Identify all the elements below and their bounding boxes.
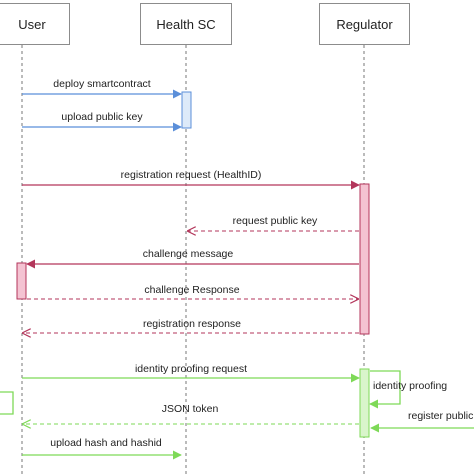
label-deploy-smartcontract: deploy smartcontract [53, 78, 151, 90]
regulator-activation-green [359, 368, 370, 438]
label-identity-proofing-request: identity proofing request [134, 363, 248, 375]
label-challenge-response: challenge Response [144, 284, 240, 296]
participant-user: User [0, 3, 70, 45]
label-json-token: JSON token [161, 403, 219, 415]
participant-user-label: User [18, 16, 46, 32]
label-request-public-key: request public key [232, 215, 318, 227]
label-identity-proofing: identity proofing [373, 380, 448, 392]
label-registration-request: registration request (HealthID) [120, 169, 262, 181]
user-activation-red [16, 262, 27, 300]
label-registration-response: registration response [142, 318, 242, 330]
label-upload-hash: upload hash and hashid [50, 437, 162, 449]
participant-health-sc: Health SC [140, 3, 232, 45]
regulator-activation-red [359, 183, 370, 335]
label-challenge-message: challenge message [142, 248, 234, 260]
partial-participant-box [0, 391, 14, 415]
health-sc-activation [181, 91, 192, 129]
participant-regulator: Regulator [319, 3, 410, 45]
arrow-identity-proofing-self [369, 370, 401, 409]
participant-health-sc-label: Health SC [156, 16, 216, 32]
participant-regulator-label: Regulator [336, 16, 393, 32]
label-upload-public-key: upload public key [61, 111, 143, 123]
label-register-public-key: register public ke [408, 410, 474, 422]
